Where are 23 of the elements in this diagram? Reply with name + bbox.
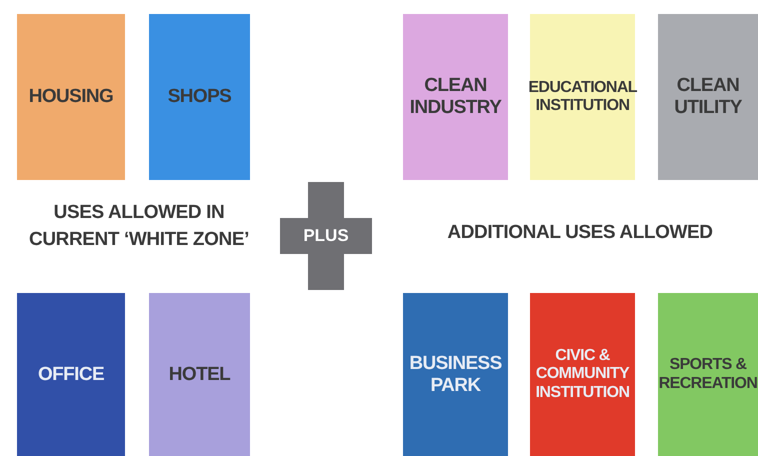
land-use-label: HOTEL [168,364,230,386]
land-use-block [403,14,508,180]
category-caption: ADDITIONAL USES ALLOWED [446,221,714,245]
land-use-label: SPORTS & RECREATION [658,356,758,393]
land-use-label: CLEAN INDUSTRY [408,75,502,119]
land-use-label: EDUCATIONAL INSTITUTION [528,78,637,116]
land-use-label: CLEAN UTILITY [673,75,743,119]
land-use-block [530,14,635,180]
land-use-block [149,293,250,456]
category-caption: USES ALLOWED IN CURRENT ‘WHITE ZONE’ [28,201,250,252]
land-use-label: HOUSING [28,86,114,108]
land-use-block [17,14,125,180]
land-use-block [403,293,508,456]
land-use-block [149,14,250,180]
land-use-label: SHOPS [168,86,232,108]
land-use-label: BUSINESS PARK [408,352,503,396]
plus-label: PLUS [303,226,349,246]
land-use-block [17,293,125,456]
land-use-label: OFFICE [38,364,104,386]
land-use-block [530,293,635,456]
land-use-label: CIVIC & COMMUNITY INSTITUTION [534,346,630,402]
land-use-block [658,14,758,180]
land-use-block [658,293,758,456]
